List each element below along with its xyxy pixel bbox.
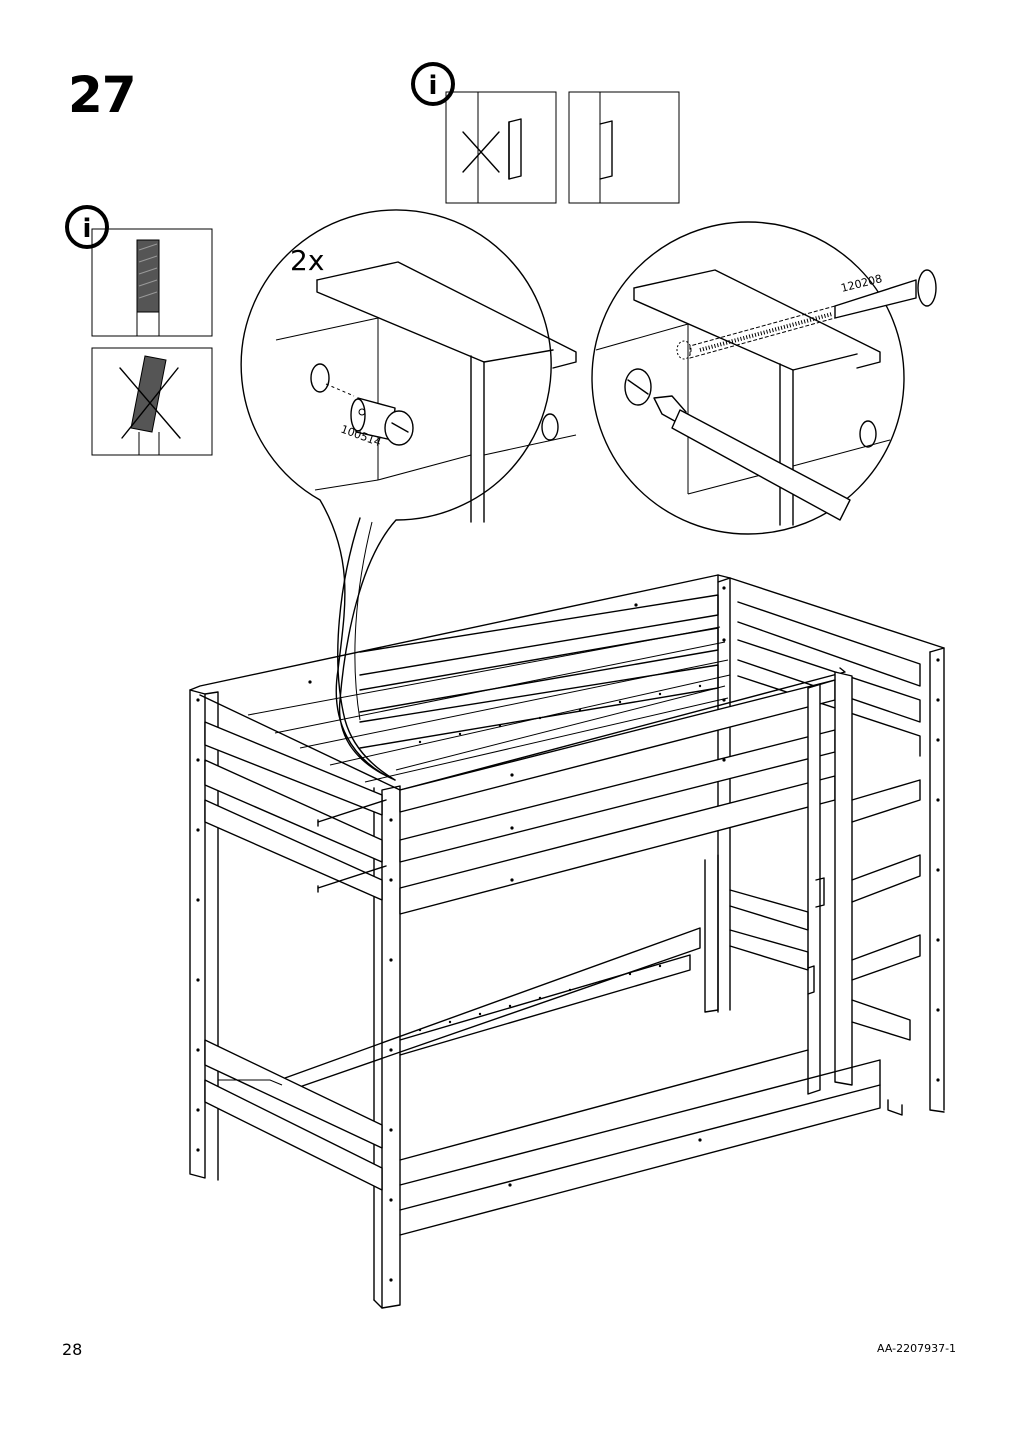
correct-dowel-panel <box>91 228 213 337</box>
quantity-label: 2x <box>290 244 324 277</box>
zoom-callout-right: 120208 <box>591 221 937 535</box>
correct-panel-top <box>568 91 680 204</box>
incorrect-dowel-panel <box>91 347 213 456</box>
bunk-bed-frame <box>189 574 945 1309</box>
info-glyph-top: i <box>429 71 438 101</box>
page-number: 28 <box>62 1340 83 1359</box>
step-number: 27 <box>68 66 137 124</box>
incorrect-panel-top <box>445 91 557 204</box>
info-icon-top: i <box>411 62 455 106</box>
info-icon-left: i <box>65 205 109 249</box>
document-code: AA-2207937-1 <box>877 1342 957 1355</box>
info-glyph-left: i <box>83 214 92 244</box>
zoom-callout-left: 100514 <box>240 209 577 781</box>
